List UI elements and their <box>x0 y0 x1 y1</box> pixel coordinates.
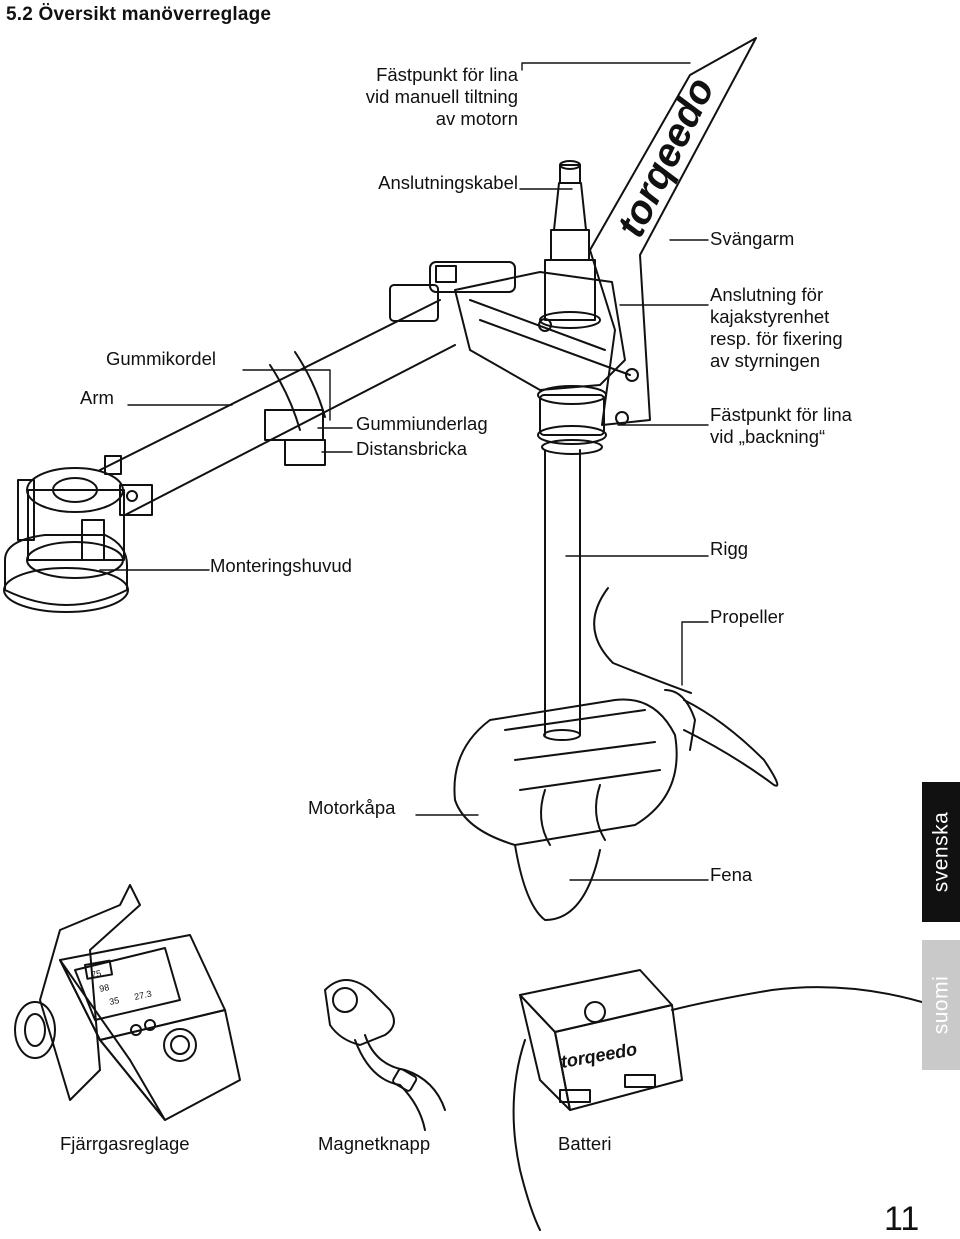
shaft-head <box>539 160 601 329</box>
mounting-head <box>3 455 153 613</box>
display-value-2: 98 <box>98 982 110 994</box>
label-arm: Arm <box>80 387 114 408</box>
label-backning-line1: Fästpunkt för lina <box>710 404 852 425</box>
label-gummikordel: Gummikordel <box>106 348 216 369</box>
label-fjarrgasreglage: Fjärrgasreglage <box>60 1133 190 1154</box>
display-value-4: 27.3 <box>133 989 152 1002</box>
tab-svenska-label: svenska <box>929 811 953 893</box>
label-kajak: Anslutning för kajakstyrenhet resp. för … <box>710 284 843 372</box>
page-title: 5.2 Översikt manöverreglage <box>6 4 272 25</box>
label-fastpunkt-tilt: Fästpunkt för lina vid manuell tiltning … <box>366 64 518 130</box>
arm-tube <box>99 284 456 516</box>
label-fena: Fena <box>710 864 753 885</box>
label-fastpunkt-tilt-line1: Fästpunkt för lina <box>376 64 518 85</box>
arm-brand-text: torqeedo <box>609 71 724 244</box>
label-backning: Fästpunkt för lina vid „backning“ <box>710 404 852 448</box>
battery: torqeedo <box>512 969 933 1231</box>
tab-suomi[interactable]: suomi <box>922 940 960 1070</box>
remote-throttle: 75 98 35 27.3 <box>14 884 241 1121</box>
leader-lines <box>99 62 709 881</box>
label-monteringshuvud: Monteringshuvud <box>210 555 352 576</box>
battery-brand-text: torqeedo <box>559 1039 638 1072</box>
label-backning-line2: vid „backning“ <box>710 426 826 447</box>
label-gummiunderlag: Gummiunderlag <box>356 413 488 434</box>
label-fastpunkt-tilt-line2: vid manuell tiltning <box>365 86 518 107</box>
label-batteri: Batteri <box>558 1133 612 1154</box>
shaft <box>543 449 581 741</box>
label-svangarm: Svängarm <box>710 228 795 249</box>
display-value-1: 75 <box>90 968 102 980</box>
page-number: 11 <box>884 1200 920 1238</box>
magnet-key <box>324 979 446 1131</box>
propeller <box>593 587 779 787</box>
label-kajak-line3: resp. för fixering <box>710 328 843 349</box>
clamp-bracket <box>429 261 639 455</box>
display-value-3: 35 <box>108 995 120 1007</box>
label-anslutningskabel: Anslutningskabel <box>378 172 518 193</box>
label-kajak-line1: Anslutning för <box>710 284 824 305</box>
motor-pod <box>453 689 696 921</box>
label-motorkapa: Motorkåpa <box>308 797 396 818</box>
brand-logo-arm: torqeedo <box>609 71 724 244</box>
label-propeller: Propeller <box>710 606 785 627</box>
label-distansbricka: Distansbricka <box>356 438 468 459</box>
label-rigg: Rigg <box>710 538 749 559</box>
label-kajak-line2: kajakstyrenhet <box>710 306 830 327</box>
tab-svenska[interactable]: svenska <box>922 782 960 922</box>
label-fastpunkt-tilt-line3: av motorn <box>435 108 518 129</box>
label-magnetknapp: Magnetknapp <box>318 1133 431 1154</box>
tab-suomi-label: suomi <box>929 975 952 1035</box>
label-kajak-line4: av styrningen <box>710 350 821 371</box>
